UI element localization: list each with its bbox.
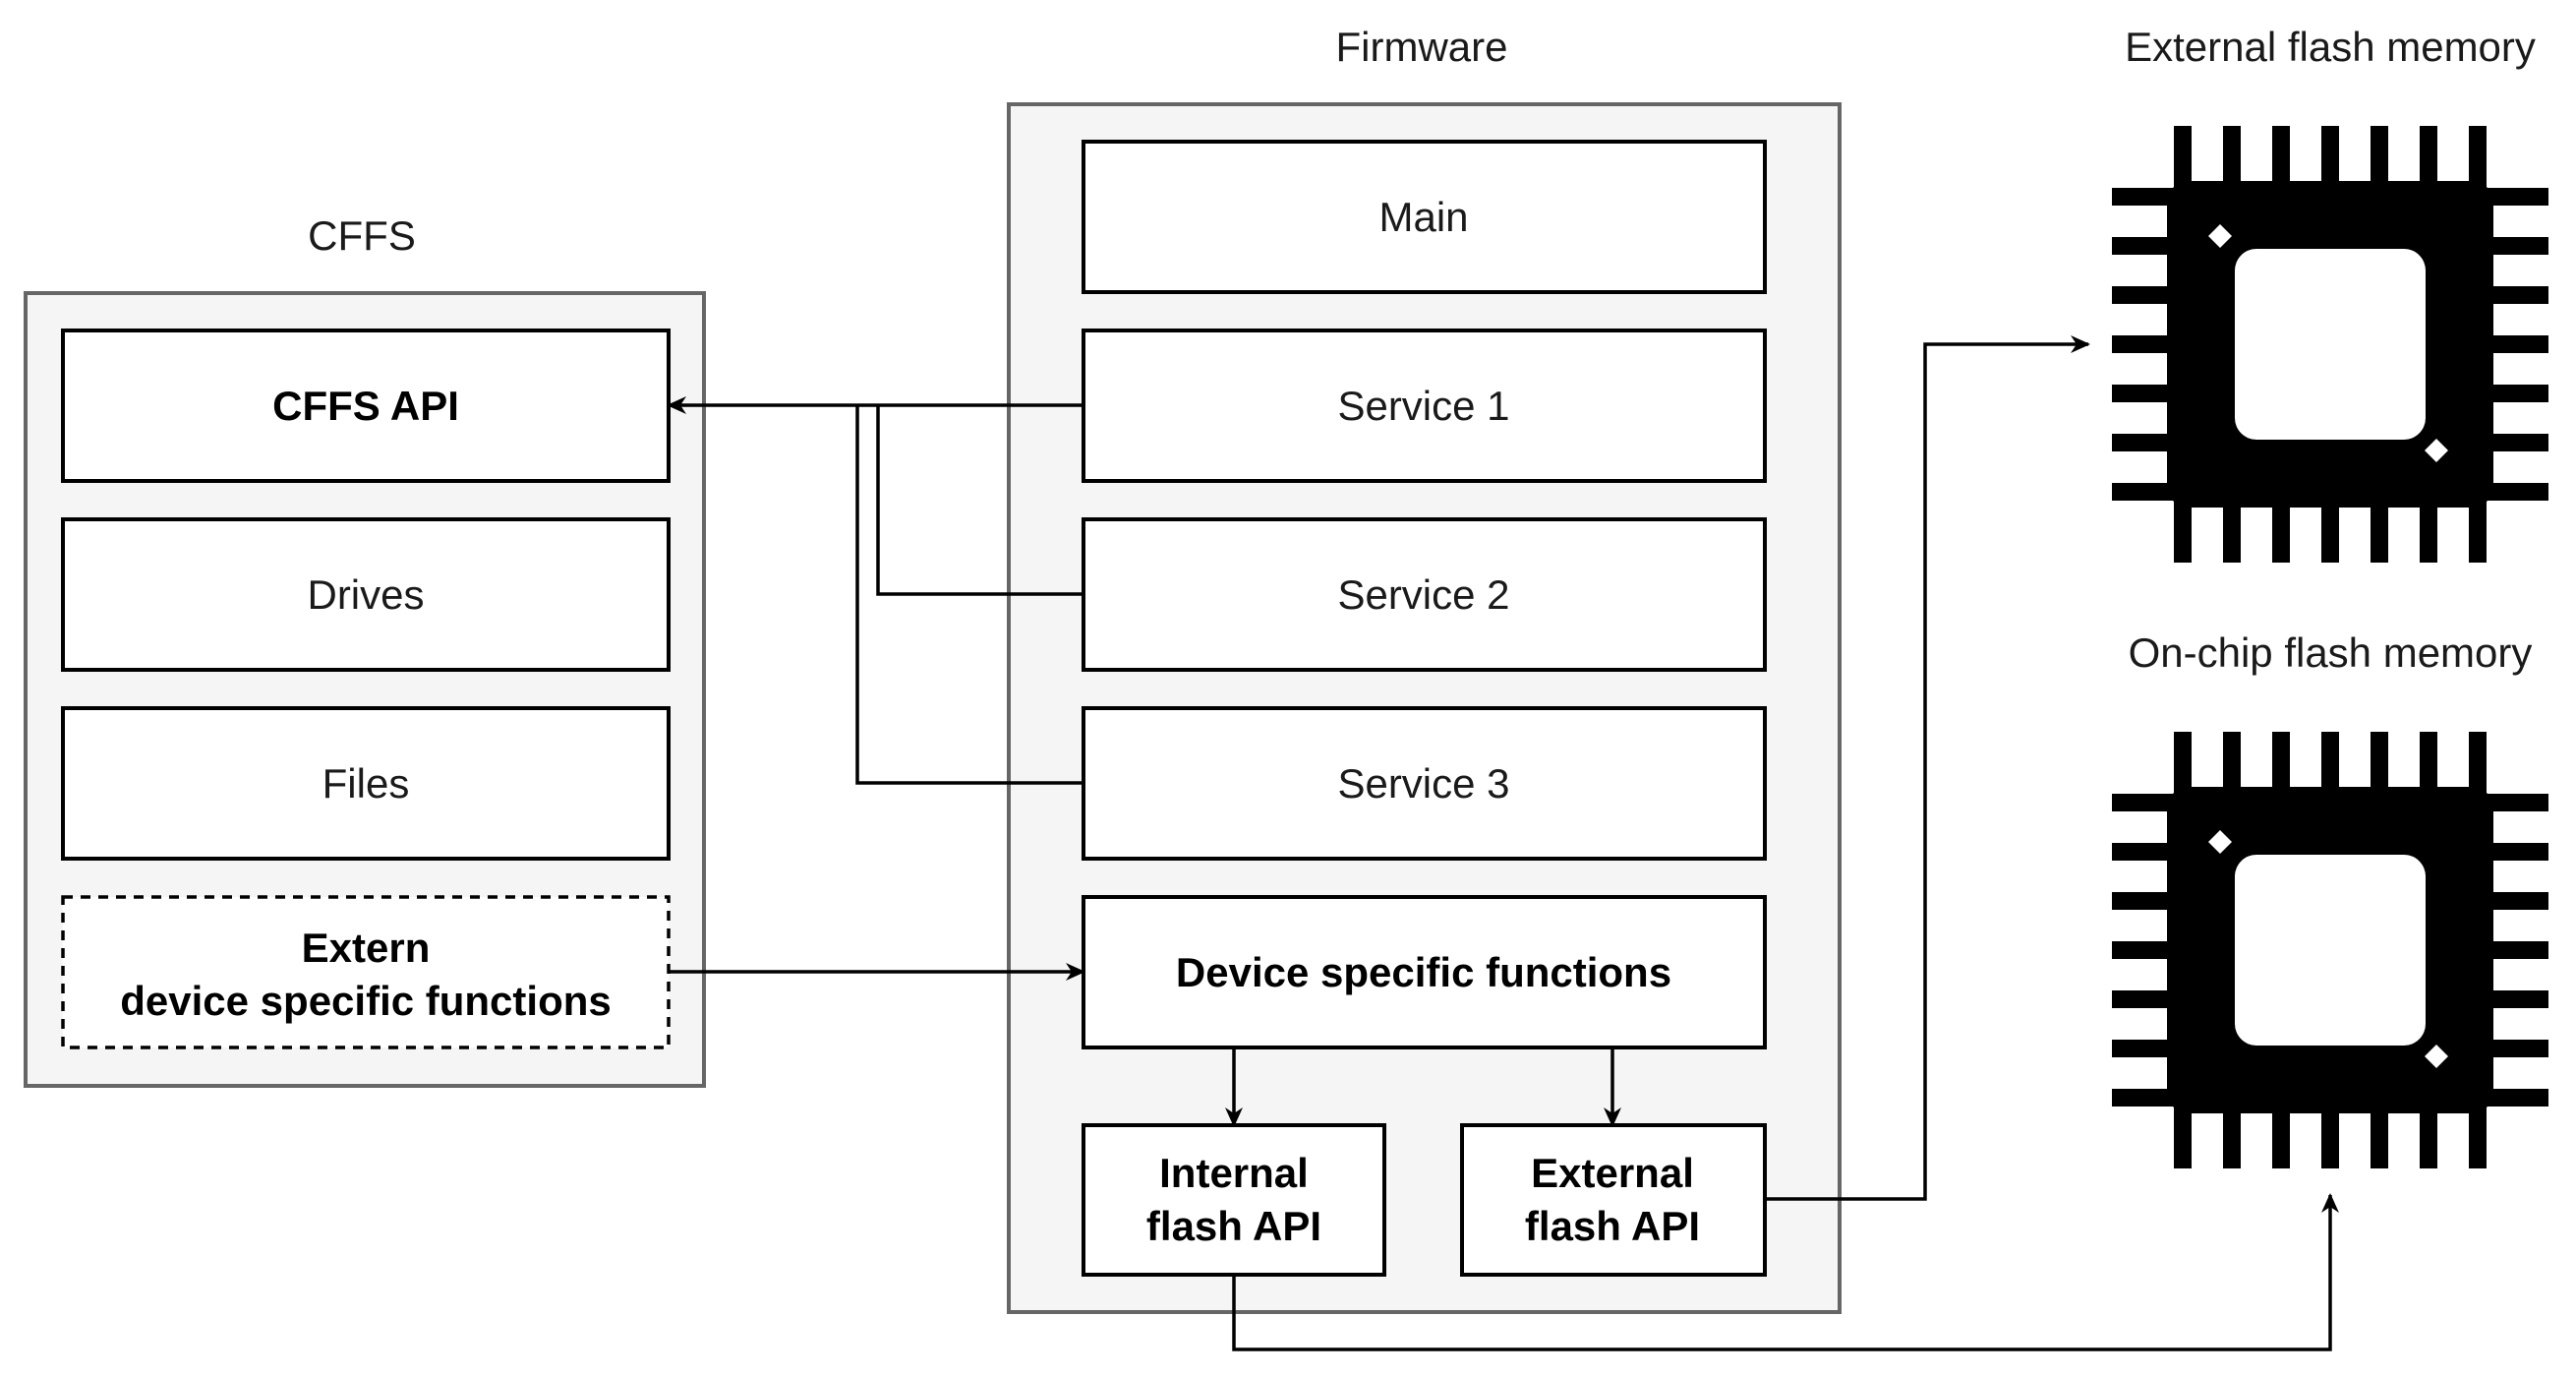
service-3-label: Service 3 [1337, 760, 1509, 807]
files-block[interactable]: Files [61, 706, 671, 861]
connectors [667, 335, 2339, 1351]
firmware-group: Firmware Main Service 1 Service 2 Servic… [1007, 24, 1842, 1314]
device-specific-functions-block[interactable]: Device specific functions [1082, 895, 1767, 1049]
external-flash-api-block[interactable]: External flash API [1460, 1123, 1767, 1277]
onchip-flash-memory: On-chip flash memory [2112, 629, 2548, 1168]
drives-block[interactable]: Drives [61, 517, 671, 672]
extern-label-line1: Extern [302, 925, 431, 971]
internal-flash-label-line2: flash API [1146, 1203, 1321, 1249]
service-2-label: Service 2 [1337, 571, 1509, 618]
internal-api-to-onchip-memory-arrow [1232, 1193, 2339, 1351]
chip-icon [2112, 732, 2548, 1168]
external-memory-label: External flash memory [2125, 24, 2536, 70]
external-flash-memory: External flash memory [2112, 24, 2548, 563]
onchip-memory-label: On-chip flash memory [2129, 629, 2533, 676]
firmware-title: Firmware [1336, 24, 1508, 70]
main-label: Main [1378, 194, 1468, 240]
files-label: Files [322, 760, 410, 807]
extern-label-line2: device specific functions [120, 978, 612, 1024]
drives-label: Drives [307, 571, 424, 618]
cffs-api-block[interactable]: CFFS API [61, 329, 671, 483]
internal-flash-label-line1: Internal [1159, 1150, 1309, 1196]
device-functions-label: Device specific functions [1176, 949, 1671, 995]
internal-flash-api-block[interactable]: Internal flash API [1082, 1123, 1386, 1277]
service-3-block[interactable]: Service 3 [1082, 706, 1767, 861]
external-api-to-external-memory-arrow [1765, 335, 2090, 1201]
service-1-label: Service 1 [1337, 383, 1509, 429]
external-flash-label-line2: flash API [1525, 1203, 1700, 1249]
cffs-group: CFFS CFFS API Drives Files Extern device… [24, 212, 706, 1088]
main-block[interactable]: Main [1082, 140, 1767, 294]
extern-device-functions-block[interactable]: Extern device specific functions [61, 895, 671, 1049]
chip-icon [2112, 126, 2548, 563]
service-3-to-cffs-api-line [855, 405, 1083, 785]
service-2-to-cffs-api-line [876, 405, 1083, 596]
cffs-title: CFFS [308, 212, 416, 259]
service-2-block[interactable]: Service 2 [1082, 517, 1767, 672]
cffs-api-label: CFFS API [272, 383, 459, 429]
external-flash-label-line1: External [1531, 1150, 1694, 1196]
service-1-block[interactable]: Service 1 [1082, 329, 1767, 483]
